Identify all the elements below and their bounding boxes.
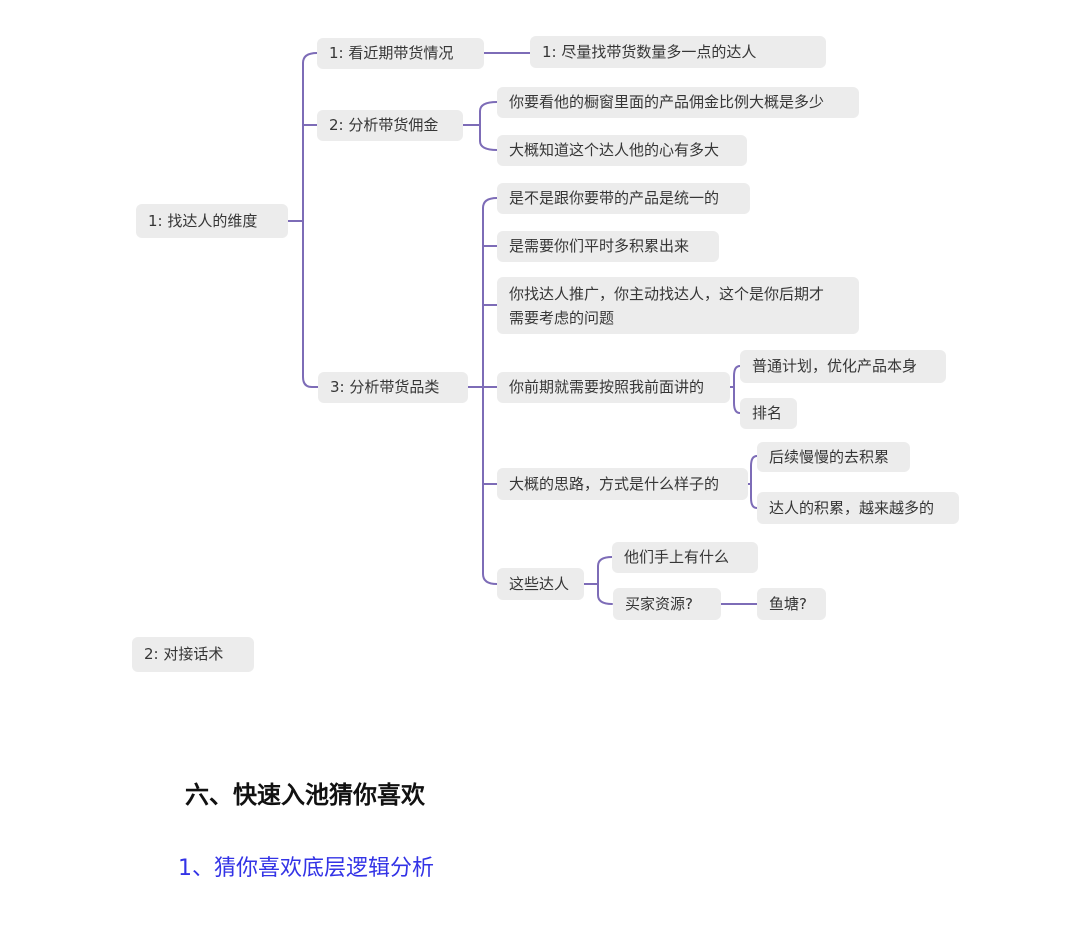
mindmap-node: 你找达人推广，你主动找达人，这个是你后期才 需要考虑的问题 — [497, 277, 859, 334]
mindmap-node: 排名 — [740, 398, 797, 429]
mindmap-node: 你前期就需要按照我前面讲的 — [497, 372, 730, 403]
mindmap-node-root: 1: 找达人的维度 — [136, 204, 288, 238]
mindmap-node: 买家资源? — [613, 588, 721, 620]
mindmap-node: 大概的思路，方式是什么样子的 — [497, 468, 748, 500]
mindmap: 1: 找达人的维度 1: 看近期带货情况 1: 尽量找带货数量多一点的达人 2:… — [132, 36, 959, 672]
section-heading: 六、快速入池猜你喜欢 — [185, 781, 425, 809]
mindmap-node: 你要看他的橱窗里面的产品佣金比例大概是多少 — [497, 87, 859, 118]
mindmap-node: 鱼塘? — [757, 588, 826, 620]
mindmap-node-branch3: 3: 分析带货品类 — [318, 372, 468, 403]
mindmap-node: 大概知道这个达人他的心有多大 — [497, 135, 747, 166]
mindmap-node: 1: 尽量找带货数量多一点的达人 — [530, 36, 826, 68]
mindmap-node: 是不是跟你要带的产品是统一的 — [497, 183, 750, 214]
mindmap-node: 后续慢慢的去积累 — [757, 442, 910, 472]
mindmap-node: 普通计划，优化产品本身 — [740, 350, 946, 383]
mindmap-node-branch2: 2: 分析带货佣金 — [317, 110, 463, 141]
mindmap-node-branch1: 1: 看近期带货情况 — [317, 38, 484, 69]
mindmap-node: 这些达人 — [497, 568, 584, 600]
mindmap-node: 他们手上有什么 — [612, 542, 758, 573]
mindmap-node-root2: 2: 对接话术 — [132, 637, 254, 672]
section-link[interactable]: 1、猜你喜欢底层逻辑分析 — [178, 856, 434, 881]
mindmap-node: 是需要你们平时多积累出来 — [497, 231, 719, 262]
mindmap-node: 达人的积累，越来越多的 — [757, 492, 959, 524]
